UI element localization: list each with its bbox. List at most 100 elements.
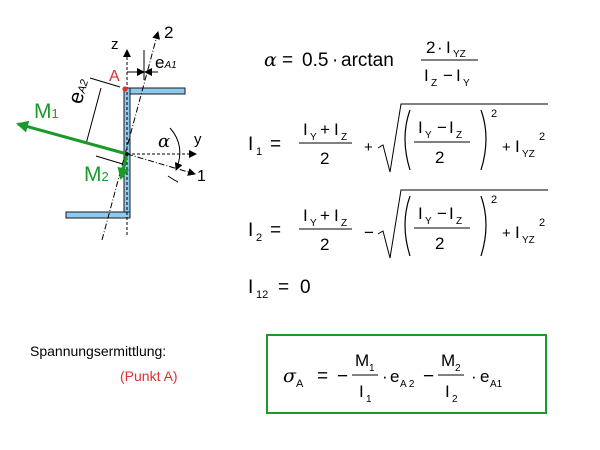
svg-text:A1: A1 — [490, 379, 503, 390]
svg-text:Y: Y — [425, 130, 432, 141]
svg-text:·: · — [437, 38, 443, 57]
formula-i1: I 1 = I Y + I Z 2 + I Y − I Z 2 2 + I — [248, 103, 548, 173]
title-label: Spannungsermittlung: — [30, 343, 167, 359]
svg-text:=: = — [282, 50, 293, 71]
principal-axis-1 — [126, 153, 196, 176]
svg-text:I: I — [334, 206, 339, 225]
svg-text:YZ: YZ — [453, 49, 466, 60]
svg-text:2: 2 — [455, 363, 461, 374]
svg-text:I: I — [456, 66, 461, 85]
svg-text:+: + — [320, 206, 330, 225]
svg-text:YZ: YZ — [522, 235, 535, 246]
svg-text:2: 2 — [539, 217, 545, 229]
dimension-ea2 — [85, 77, 127, 166]
svg-text:I: I — [248, 277, 253, 298]
svg-text:I: I — [449, 118, 454, 137]
svg-text:YZ: YZ — [522, 149, 535, 160]
formula-i2: I 2 = I Y + I Z 2 − I Y − I Z 2 2 + I YZ… — [248, 189, 548, 259]
svg-text:12: 12 — [256, 289, 268, 301]
svg-text:+: + — [364, 139, 373, 156]
svg-text:Z: Z — [341, 132, 347, 143]
svg-text:2: 2 — [491, 108, 497, 120]
alpha-arc-lower — [167, 175, 179, 183]
svg-text:I: I — [248, 134, 253, 155]
svg-text:I: I — [303, 206, 308, 225]
svg-text:e: e — [480, 367, 489, 386]
svg-text:−: − — [364, 223, 374, 242]
svg-text:=: = — [317, 366, 328, 387]
svg-text:2: 2 — [320, 235, 329, 254]
bottom-flange — [65, 211, 131, 219]
svg-text:I: I — [418, 204, 423, 223]
svg-text:I: I — [445, 382, 450, 401]
point-a-marker — [122, 86, 128, 92]
svg-text:Z: Z — [456, 216, 462, 227]
svg-text:I: I — [446, 38, 451, 57]
svg-text:Y: Y — [425, 216, 432, 227]
dimension-ea1 — [127, 50, 158, 80]
z-axis-label: z — [111, 36, 119, 53]
svg-text:I: I — [334, 120, 339, 139]
svg-text:−: − — [443, 66, 453, 85]
svg-text:1: 1 — [256, 146, 262, 158]
svg-text:I: I — [248, 220, 253, 241]
svg-text:Y: Y — [310, 218, 317, 229]
svg-text:2: 2 — [256, 232, 262, 244]
formula-i12: I 12 = 0 — [248, 277, 311, 301]
svg-text:A: A — [296, 378, 304, 390]
svg-text:e: e — [390, 367, 399, 386]
alpha-arc — [169, 127, 183, 171]
svg-text:2: 2 — [491, 194, 497, 206]
svg-text:I: I — [449, 204, 454, 223]
svg-text:I: I — [303, 120, 308, 139]
svg-text:=: = — [278, 277, 289, 298]
svg-text:2: 2 — [539, 131, 545, 143]
alpha-label: α — [158, 131, 171, 152]
svg-text:I: I — [515, 137, 520, 156]
m2-label: M2 — [84, 163, 109, 186]
top-flange — [123, 87, 186, 95]
svg-text:σ: σ — [283, 365, 297, 387]
svg-text:M: M — [355, 351, 369, 370]
svg-text:·: · — [471, 367, 477, 386]
svg-text:1: 1 — [369, 363, 375, 374]
svg-text:Z: Z — [341, 218, 347, 229]
svg-text:=: = — [270, 220, 281, 241]
svg-text:α: α — [264, 49, 277, 71]
point-a-label: A — [109, 68, 120, 85]
m2-arrow — [117, 153, 130, 180]
svg-text:2: 2 — [320, 149, 329, 168]
svg-text:A 2: A 2 — [400, 379, 415, 390]
svg-text:−: − — [337, 366, 348, 387]
svg-text:Z: Z — [431, 78, 437, 89]
svg-text:−: − — [437, 118, 447, 137]
principal-axis-2 — [101, 31, 161, 241]
formula-sigma-a: σ A = − M 1 I 1 · e A 2 − M 2 I 2 · e A1 — [283, 351, 503, 405]
subtitle-label: (Punkt A) — [120, 368, 178, 384]
axis-1-label: 1 — [197, 168, 206, 185]
svg-text:1: 1 — [366, 394, 372, 405]
svg-text:+: + — [502, 225, 511, 242]
svg-text:+: + — [320, 120, 330, 139]
svg-text:I: I — [515, 223, 520, 242]
y-axis-label: y — [194, 131, 202, 148]
svg-text:·: · — [332, 50, 338, 71]
ea1-label: eA1 — [155, 53, 177, 72]
svg-text:Y: Y — [310, 132, 317, 143]
axis-2-label: 2 — [164, 23, 174, 42]
m1-arrow — [16, 120, 128, 156]
m1-label: M1 — [34, 100, 59, 123]
svg-text:2: 2 — [452, 394, 458, 405]
formula-alpha: α = 0.5 · arctan 2 · I YZ I Z − I Y — [264, 38, 478, 89]
svg-text:Y: Y — [463, 78, 470, 89]
result-box — [266, 334, 547, 414]
svg-text:+: + — [502, 139, 511, 156]
svg-text:·: · — [382, 367, 388, 386]
section-centroid — [125, 152, 129, 156]
svg-text:I: I — [418, 118, 423, 137]
svg-text:I: I — [424, 66, 429, 85]
svg-text:−: − — [423, 366, 434, 387]
svg-text:I: I — [359, 382, 364, 401]
svg-text:2: 2 — [435, 148, 444, 167]
